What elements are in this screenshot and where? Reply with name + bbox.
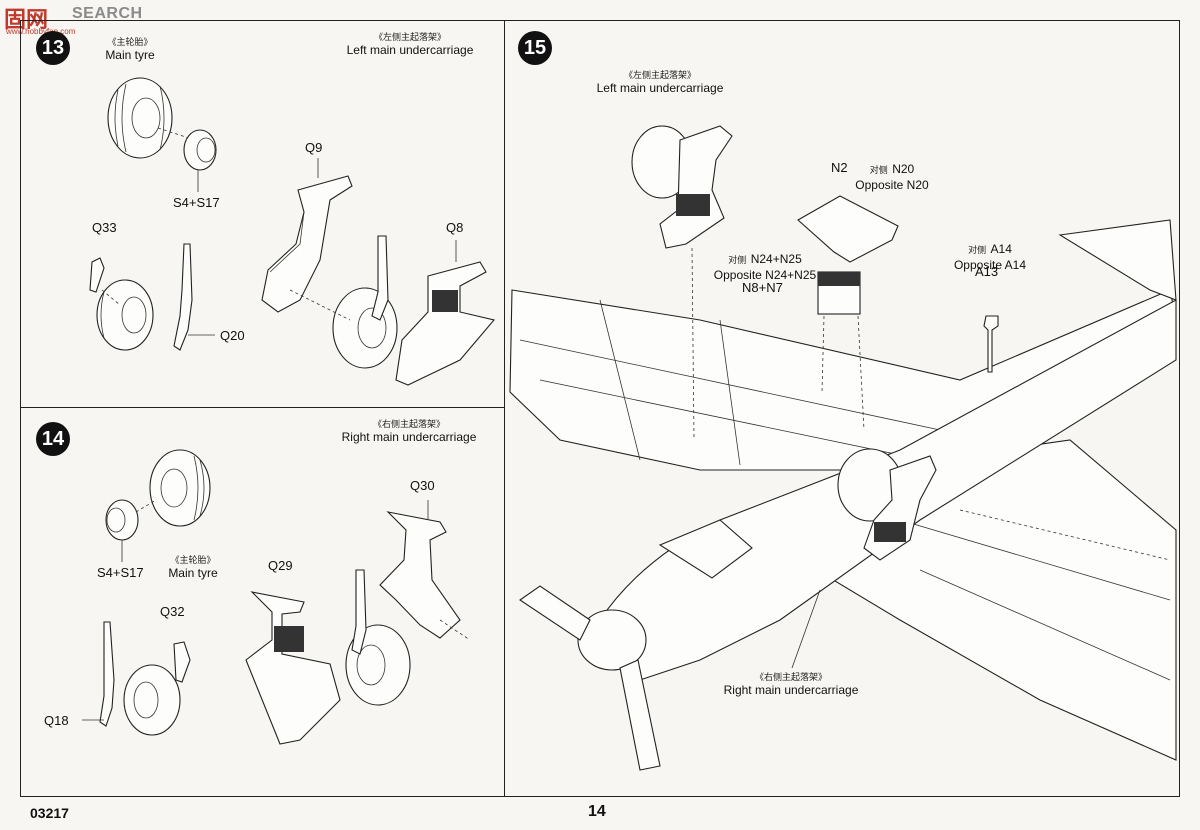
- step-14-number: 14: [36, 422, 70, 456]
- a14-en: Opposite A14: [953, 258, 1027, 272]
- n20-code: N20: [892, 162, 915, 176]
- n24-en: Opposite N24+N25: [713, 268, 817, 282]
- step-13-drawing: [89, 77, 496, 386]
- a14-code: A14: [990, 242, 1012, 256]
- step-13-tyre-cn: 《主轮胎》: [107, 38, 153, 48]
- step-15-left-title: 《左侧主起落架》 Left main undercarriage: [590, 68, 730, 95]
- step-15-drawing: [509, 125, 1177, 771]
- part-q20: Q20: [220, 328, 245, 343]
- step-15-left-cn: 《左侧主起落架》: [623, 71, 696, 81]
- part-q30: Q30: [410, 478, 435, 493]
- part-n20-label: 对侧 N20 Opposite N20: [842, 160, 942, 192]
- part-q8: Q8: [446, 220, 464, 235]
- step-13-number: 13: [36, 31, 70, 65]
- step-14-tyre-en: Main tyre: [168, 566, 218, 580]
- a14-cn: 对侧: [968, 246, 987, 256]
- watermark-url: www.hobbyfan.com: [6, 27, 76, 36]
- step-15-right-en: Right main undercarriage: [723, 683, 859, 697]
- step-15-number: 15: [518, 31, 552, 65]
- step-14-tyre-cn: 《主轮胎》: [170, 556, 216, 566]
- step-15-right-cn: 《右侧主起落架》: [754, 673, 827, 683]
- step-15-left-en: Left main undercarriage: [596, 81, 724, 95]
- step-14-drawing: [82, 449, 471, 745]
- step-14-title-en: Right main undercarriage: [341, 430, 477, 444]
- step-13-title: 《左侧主起落架》 Left main undercarriage: [340, 30, 480, 57]
- step-13-tyre-label: 《主轮胎》 Main tyre: [100, 35, 160, 62]
- product-code: 03217: [30, 805, 69, 821]
- part-n8-n7: N8+N7: [742, 280, 783, 295]
- part-q29: Q29: [268, 558, 293, 573]
- part-q32: Q32: [160, 604, 185, 619]
- step-15-right-title: 《右侧主起落架》 Right main undercarriage: [716, 670, 866, 697]
- n24-cn: 对侧: [728, 256, 747, 266]
- part-n24-label: 对侧 N24+N25 Opposite N24+N25: [710, 250, 820, 282]
- part-q9: Q9: [305, 140, 323, 155]
- step-13-title-cn: 《左侧主起落架》: [373, 33, 446, 43]
- part-s4-s17-14: S4+S17: [97, 565, 144, 580]
- n24-code: N24+N25: [750, 252, 802, 266]
- n20-en: Opposite N20: [855, 178, 929, 192]
- step-15-panel: [504, 20, 1180, 797]
- part-n2: N2: [831, 160, 848, 175]
- step-13-title-en: Left main undercarriage: [346, 43, 474, 57]
- part-q18: Q18: [44, 713, 69, 728]
- part-a13: A13: [975, 264, 999, 279]
- page-number: 14: [588, 803, 606, 820]
- step-14-title-cn: 《右侧主起落架》: [372, 420, 445, 430]
- step-14-title: 《右侧主起落架》 Right main undercarriage: [334, 417, 484, 444]
- part-q33: Q33: [92, 220, 117, 235]
- part-s4-s17-13: S4+S17: [173, 195, 220, 210]
- n20-cn: 对侧: [869, 166, 888, 176]
- step-14-tyre-label: 《主轮胎》 Main tyre: [162, 553, 224, 580]
- watermark-text: SEARCH: [72, 5, 143, 22]
- part-a14-label: 对侧 A14 Opposite A14: [950, 240, 1030, 272]
- step-13-tyre-en: Main tyre: [105, 48, 155, 62]
